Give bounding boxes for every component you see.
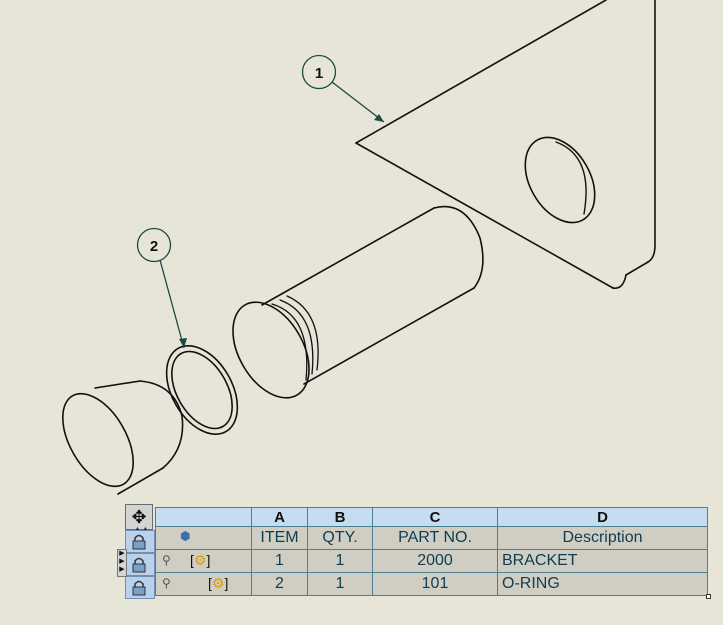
svg-text:2: 2	[150, 238, 158, 255]
assembly-icon: ⬢	[180, 529, 191, 543]
cell-qty[interactable]: 1	[307, 572, 373, 596]
cell-part-no[interactable]: 101	[372, 572, 498, 596]
column-letter-blank	[155, 507, 252, 527]
row-controls: ⚲ [⚙]	[155, 572, 252, 596]
row-drag-arrows-icon[interactable]: ▶▶▶	[117, 549, 127, 577]
row-controls: ⚲ [⚙]	[155, 549, 252, 573]
lock-icon	[132, 557, 146, 573]
column-letter-b[interactable]: B	[307, 507, 373, 527]
cell-part-no[interactable]: 2000	[372, 549, 498, 573]
table-header-row: ⬢ ITEM QTY. PART NO. Description	[155, 526, 708, 550]
header-qty[interactable]: QTY.	[307, 526, 373, 550]
assembly-icon[interactable]: [⚙]	[208, 575, 229, 591]
balloon-2[interactable]: 2	[136, 227, 188, 349]
column-letter-c[interactable]: C	[372, 507, 498, 527]
pin-icon[interactable]: ⚲	[162, 576, 171, 590]
row-handle-2[interactable]	[125, 576, 155, 599]
row-handle-header[interactable]	[125, 530, 155, 553]
bom-table[interactable]: ✥▲▲ ▶▶▶	[117, 497, 708, 601]
pin-part[interactable]	[217, 205, 484, 411]
row-handles	[125, 530, 155, 601]
pin-icon[interactable]: ⚲	[162, 553, 171, 567]
lock-icon	[132, 580, 146, 596]
table-row[interactable]: ⚲ [⚙] 1 1 2000 BRACKET	[155, 549, 708, 573]
column-letter-row: A B C D	[155, 507, 708, 527]
header-description[interactable]: Description	[497, 526, 708, 550]
column-letter-a[interactable]: A	[251, 507, 308, 527]
header-part-no[interactable]: PART NO.	[372, 526, 498, 550]
o-ring-part[interactable]	[152, 333, 252, 446]
table-resize-handle[interactable]	[706, 594, 711, 599]
cell-item[interactable]: 2	[251, 572, 308, 596]
cell-qty[interactable]: 1	[307, 549, 373, 573]
cell-description[interactable]: O-RING	[497, 572, 708, 596]
bom-grid: A B C D ⬢ ITEM QTY. PART NO. Description…	[155, 507, 708, 596]
column-letter-d[interactable]: D	[497, 507, 708, 527]
header-item[interactable]: ITEM	[251, 526, 308, 550]
balloon-1[interactable]: 1	[301, 54, 385, 123]
assembly-icon-cell: ⬢	[155, 526, 252, 550]
cell-description[interactable]: BRACKET	[497, 549, 708, 573]
bracket-part[interactable]	[355, 0, 656, 290]
cap-part[interactable]	[48, 380, 184, 498]
row-handle-1[interactable]	[125, 553, 155, 576]
move-arrows-icon[interactable]: ✥▲▲	[125, 504, 153, 533]
svg-text:1: 1	[315, 65, 323, 82]
cell-item[interactable]: 1	[251, 549, 308, 573]
lock-icon	[132, 534, 146, 550]
table-row[interactable]: ⚲ [⚙] 2 1 101 O-RING	[155, 572, 708, 596]
assembly-icon[interactable]: [⚙]	[190, 552, 211, 568]
